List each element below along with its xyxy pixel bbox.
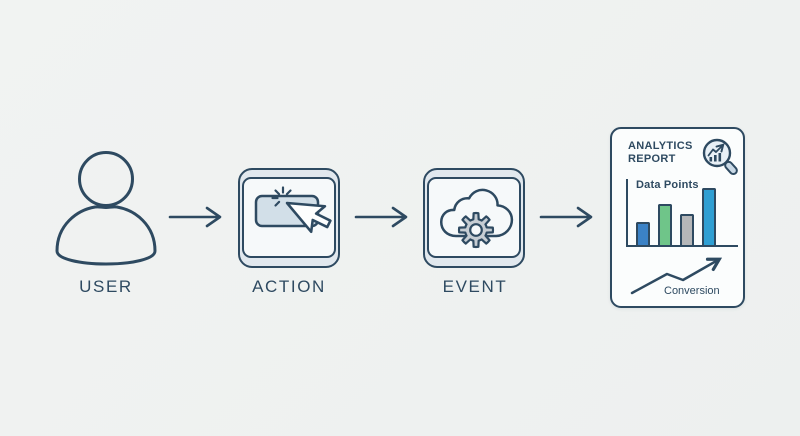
data-bar-3: [680, 214, 694, 245]
data-bar-2: [658, 204, 672, 245]
analytics-report-card: ANALYTICS REPORT Data Points: [610, 127, 745, 308]
action-label: ACTION: [252, 277, 326, 296]
flow-arrow-3: [539, 206, 593, 228]
data-bar-4: [702, 188, 716, 245]
mini-bar-chart-bars: [636, 188, 716, 245]
data-bar-1: [636, 222, 650, 245]
conversion-label: Conversion: [664, 285, 720, 297]
flow-arrow-2: [354, 206, 408, 228]
event-node: [423, 168, 525, 268]
conversion-trend-line: [630, 257, 723, 295]
gear-icon: [457, 211, 495, 249]
conversion-trend-icon: [630, 257, 723, 295]
flow-arrow-1: [168, 206, 222, 228]
user-label: USER: [79, 277, 133, 296]
user-icon: [55, 151, 157, 266]
mini-bar-chart: Data Points: [626, 179, 738, 247]
report-title: ANALYTICS REPORT: [628, 140, 693, 165]
event-label: EVENT: [442, 277, 508, 296]
action-node: [238, 168, 340, 268]
button-click-icon: [254, 186, 332, 234]
cloud-gear-icon: [439, 188, 514, 249]
bar-chart-label: Data Points: [636, 179, 699, 191]
magnifier-chart-icon: [702, 138, 738, 176]
